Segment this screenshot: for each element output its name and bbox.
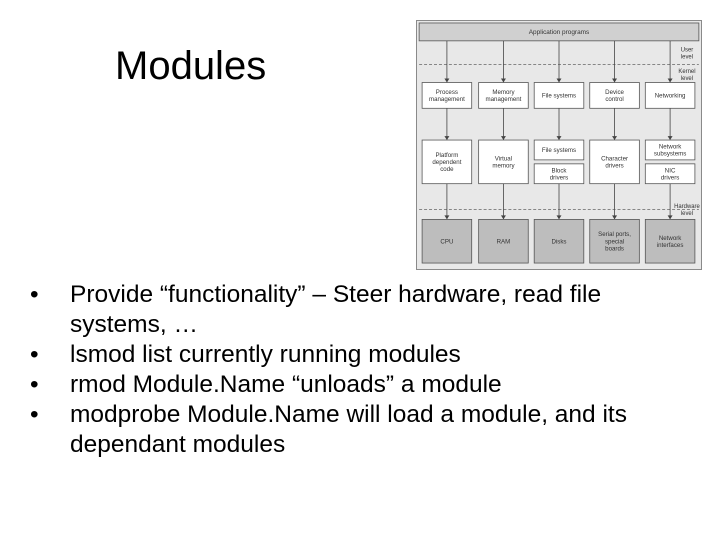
diagram-canvas: Application programsUserlevelKernellevel…: [418, 22, 701, 264]
nic-drivers-label: NIC: [665, 167, 676, 174]
hardware-label: RAM: [497, 238, 511, 245]
bullet-item: • Provide “functionality” – Steer hardwar…: [30, 280, 700, 340]
bullet-item: • lsmod list currently running modules: [30, 340, 700, 370]
arrow-head: [444, 78, 450, 83]
bullet-text: lsmod list currently running modules: [70, 341, 461, 368]
kernel-level-label: Kernel: [678, 69, 695, 75]
character-drivers-label: drivers: [605, 163, 623, 170]
subsystem-box: [478, 82, 529, 109]
subsystem-label: Memory: [492, 89, 515, 96]
bullet-text: rmod Module.Name “unloads” a module: [70, 371, 502, 398]
arrow-head: [500, 78, 506, 83]
network-subsystems-box: [644, 139, 696, 161]
bullet-marker: •: [30, 401, 39, 428]
subsystem-box: [589, 82, 640, 109]
hardware-box: [644, 219, 696, 264]
bullet-text: Provide “functionality” – Steer hardware…: [70, 281, 602, 338]
subsystem-box: [644, 82, 696, 109]
arrow-head: [667, 215, 673, 220]
user-level-label: User: [681, 47, 694, 53]
slide-title: Modules: [115, 44, 267, 88]
subsystem-label: management: [486, 96, 522, 103]
subsystem-label: management: [429, 96, 465, 103]
arrow-head: [500, 215, 506, 220]
kernel-level-label: level: [681, 76, 693, 82]
subsystem-box: [421, 82, 473, 109]
arrow-head: [500, 136, 506, 141]
character-drivers-label: Character: [601, 155, 628, 162]
bullet-marker: •: [30, 341, 39, 368]
hardware-label: special: [605, 238, 624, 245]
network-subsystems-label: Network: [659, 144, 682, 151]
bullet-text: modprobe Module.Name will load a module,…: [70, 401, 627, 458]
arrow-head: [612, 136, 618, 141]
nic-drivers-label: drivers: [661, 174, 679, 181]
hardware-box: [533, 219, 585, 264]
user-level-label: level: [681, 54, 693, 60]
arrow-head: [667, 78, 673, 83]
bullet-marker: •: [30, 281, 39, 308]
subsystem-label: Process: [436, 89, 458, 96]
character-drivers-box: [589, 139, 640, 185]
hardware-box: [589, 219, 640, 264]
arrow-head: [667, 136, 673, 141]
platform-code-label: code: [440, 166, 454, 173]
arrow-head: [444, 215, 450, 220]
hardware-label: Serial ports,: [598, 231, 631, 238]
hardware-label: CPU: [440, 238, 453, 245]
hardware-label: Network: [659, 235, 682, 242]
bullet-marker: •: [30, 371, 39, 398]
platform-code-label: dependent: [432, 159, 461, 166]
hardware-box: [478, 219, 529, 264]
subsystem-label: File systems: [542, 93, 576, 100]
bullet-item: • modprobe Module.Name will load a module…: [30, 400, 700, 460]
bullet-item: • rmod Module.Name “unloads” a module: [30, 370, 700, 400]
subsystem-label: Device: [605, 89, 624, 96]
file-systems-label: File systems: [542, 147, 576, 154]
network-subsystems-label: subsystems: [654, 151, 686, 158]
arrow-head: [612, 215, 618, 220]
arrow-head: [556, 136, 562, 141]
platform-code-label: Platform: [435, 152, 458, 159]
arrow-head: [612, 78, 618, 83]
subsystem-label: control: [605, 96, 623, 103]
subsystem-label: Networking: [655, 93, 686, 100]
arrow-head: [556, 215, 562, 220]
application-programs-label: Application programs: [529, 29, 589, 36]
bullet-list: • Provide “functionality” – Steer hardwar…: [30, 280, 700, 460]
block-drivers-label: Block: [551, 167, 567, 174]
arrow-head: [444, 136, 450, 141]
hardware-label: interfaces: [657, 242, 684, 249]
hardware-box: [421, 219, 473, 264]
virtual-memory-label: memory: [492, 163, 515, 170]
block-drivers-label: drivers: [550, 174, 568, 181]
hardware-label: boards: [605, 246, 624, 253]
hardware-level-label: level: [681, 211, 693, 217]
hardware-level-label: Hardware: [674, 204, 700, 210]
arrow-head: [556, 78, 562, 83]
file-systems-box: [533, 139, 585, 161]
virtual-memory-label: Virtual: [495, 155, 512, 162]
hardware-label: Disks: [551, 238, 566, 245]
